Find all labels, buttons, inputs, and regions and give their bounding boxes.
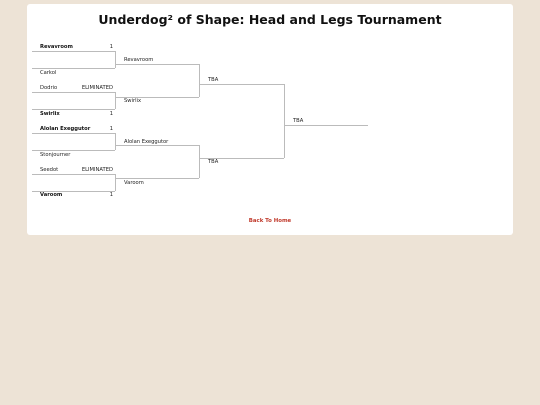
bracket-line [284, 84, 285, 158]
final-slot: TBA [293, 118, 304, 124]
match4-top-score: ELIMINATED [81, 167, 113, 173]
match3-top-name: Alolan Exeggutor [40, 126, 91, 132]
bracket-line [115, 133, 116, 150]
bracket-line [115, 51, 116, 68]
match3-top-score: 1 [109, 126, 113, 132]
match1-bottom-name: Carkol [40, 70, 57, 76]
back-to-home-link[interactable]: Back To Home [248, 218, 292, 224]
bracket-line [32, 68, 115, 69]
bracket-line [199, 64, 200, 97]
bracket-line [32, 92, 115, 93]
bracket-line [199, 84, 284, 85]
round3-slot-1: TBA [208, 77, 219, 83]
match2-top-score: ELIMINATED [81, 85, 113, 91]
match1-top-name: Revavroom [40, 44, 73, 50]
bracket-line [32, 174, 115, 175]
bracket-line [115, 64, 199, 65]
match2-bottom-name: Swirlix [40, 111, 60, 117]
bracket-line [199, 145, 200, 178]
bracket-card: Underdog² of Shape: Head and Legs Tourna… [27, 4, 513, 235]
page-title: Underdog² of Shape: Head and Legs Tourna… [98, 12, 442, 27]
round2-slot-3: Alolan Exeggutor [124, 139, 169, 145]
round2-slot-4: Varoom [124, 180, 144, 186]
round2-slot-1: Revavroom [124, 57, 154, 63]
bracket-line [115, 145, 199, 146]
match4-top-name: Seedot [40, 167, 59, 173]
match2-top-name: Dodrio [40, 85, 58, 91]
match3-bottom-name: Stonjourner [40, 152, 71, 158]
bracket-line [284, 125, 368, 126]
match4-bottom-name: Varoom [40, 192, 63, 198]
bracket-line [32, 133, 115, 134]
match4-bottom-score: 1 [109, 192, 113, 198]
round2-slot-2: Swirlix [124, 98, 142, 104]
bracket-line [32, 51, 115, 52]
bracket-line [115, 92, 116, 109]
bracket-line [115, 178, 199, 179]
round3-slot-2: TBA [208, 159, 219, 165]
bracket-line [115, 174, 116, 191]
bracket-line [32, 150, 115, 151]
match1-top-score: 1 [109, 44, 113, 50]
bracket-line [199, 158, 284, 159]
bracket-line [115, 97, 199, 98]
match2-bottom-score: 1 [109, 111, 113, 117]
bracket-line [32, 109, 115, 110]
bracket-line [32, 191, 115, 192]
